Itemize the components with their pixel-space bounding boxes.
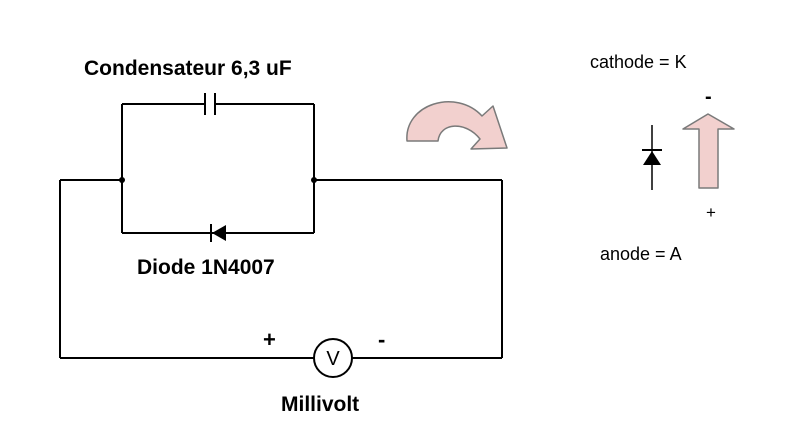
meter-label: Millivolt (281, 393, 359, 416)
capacitor-symbol (204, 93, 216, 115)
diode-symbol (210, 224, 226, 242)
curved-rotate-arrow-icon (406, 101, 508, 150)
anode-label: anode = A (600, 244, 682, 264)
up-arrow-icon (682, 113, 735, 189)
junction-dot-left (119, 177, 125, 183)
vertical-diode-icon (642, 125, 662, 190)
arrow-minus-sign: - (705, 86, 712, 108)
voltmeter-plus: + (263, 327, 276, 352)
voltmeter-letter: V (326, 348, 340, 370)
capacitor-label: Condensateur 6,3 uF (84, 57, 292, 80)
junction-dot-right (311, 177, 317, 183)
arrow-plus-sign: + (706, 203, 716, 222)
voltmeter-symbol (313, 338, 353, 378)
cathode-label: cathode = K (590, 52, 687, 72)
diode-label: Diode 1N4007 (137, 256, 275, 279)
voltmeter-minus: - (378, 327, 385, 352)
circuit-wires (59, 103, 503, 359)
